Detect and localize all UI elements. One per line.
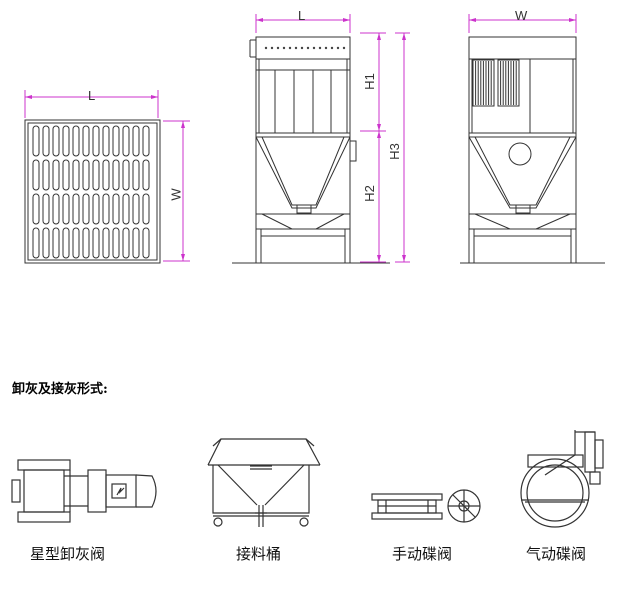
filter-slot (142, 125, 150, 157)
rotary-valve-caption: 星型卸灰阀 (30, 545, 106, 563)
filter-slot (52, 193, 60, 225)
filter-slot (82, 159, 90, 191)
nozzle-dot (300, 46, 304, 50)
filter-slot (92, 159, 100, 191)
filter-slot (102, 193, 110, 225)
filter-slot (112, 227, 120, 259)
manual-butterfly-valve-caption: 手动碟阀 (392, 545, 453, 563)
filter-slot (142, 227, 150, 259)
dimension-lines (24, 14, 577, 263)
filter-slot (82, 125, 90, 157)
rotary-valve-icon (11, 459, 157, 523)
filter-slot (102, 159, 110, 191)
side-view (460, 36, 605, 264)
filter-slot (32, 159, 40, 191)
nozzle-dot (270, 46, 274, 50)
nozzle-dot (282, 46, 286, 50)
side-width-label: W (515, 8, 528, 23)
filter-slot (32, 227, 40, 259)
filter-slot (62, 159, 70, 191)
filter-slot (92, 193, 100, 225)
nozzle-dot (312, 46, 316, 50)
nozzle-dot (342, 46, 346, 50)
nozzle-dot (330, 46, 334, 50)
filter-slot (132, 125, 140, 157)
manual-butterfly-valve-icon (371, 489, 481, 523)
filter-slot (122, 125, 130, 157)
filter-slot (122, 227, 130, 259)
h3-label: H3 (386, 143, 402, 160)
filter-slot (42, 227, 50, 259)
filter-slot (82, 193, 90, 225)
plan-length-label: L (88, 88, 96, 103)
filter-slot (62, 193, 70, 225)
filter-slot (42, 125, 50, 157)
filter-slot (72, 125, 80, 157)
filter-slot (52, 159, 60, 191)
filter-slot (102, 125, 110, 157)
nozzle-dot (288, 46, 292, 50)
nozzle-dot (336, 46, 340, 50)
filter-slot (142, 159, 150, 191)
plan-view (24, 119, 161, 264)
filter-slot (62, 125, 70, 157)
filter-slot (102, 227, 110, 259)
pneumatic-butterfly-valve-icon (520, 430, 604, 528)
nozzle-dot (306, 46, 310, 50)
h1-label: H1 (361, 73, 377, 90)
front-view (232, 36, 390, 264)
filter-slot (32, 125, 40, 157)
filter-slot (112, 193, 120, 225)
pneumatic-butterfly-valve-caption: 气动碟阀 (526, 545, 587, 563)
filter-slot (122, 159, 130, 191)
nozzle-dot (324, 46, 328, 50)
filter-slot (92, 125, 100, 157)
nozzle-dot (294, 46, 298, 50)
filter-slot (132, 159, 140, 191)
filter-slot (72, 193, 80, 225)
filter-slot (52, 227, 60, 259)
section-heading: 卸灰及接灰形式: (12, 382, 108, 397)
collection-bin-caption: 接料桶 (236, 545, 282, 563)
filter-slot (132, 227, 140, 259)
filter-slot (112, 159, 120, 191)
plan-width-label: W (168, 188, 184, 201)
front-length-label: L (298, 8, 306, 23)
filter-slot (92, 227, 100, 259)
h2-label: H2 (361, 185, 377, 202)
filter-slot (142, 193, 150, 225)
nozzle-dot (276, 46, 280, 50)
filter-slot (72, 159, 80, 191)
nozzle-dot (318, 46, 322, 50)
collection-bin-icon (207, 438, 321, 527)
filter-slot (32, 193, 40, 225)
filter-slot (82, 227, 90, 259)
filter-slot (42, 159, 50, 191)
filter-slot (122, 193, 130, 225)
filter-slot (72, 227, 80, 259)
filter-slot (42, 193, 50, 225)
filter-slot (62, 227, 70, 259)
filter-slot (112, 125, 120, 157)
filter-slot (52, 125, 60, 157)
nozzle-dot (264, 46, 268, 50)
filter-slot (132, 193, 140, 225)
